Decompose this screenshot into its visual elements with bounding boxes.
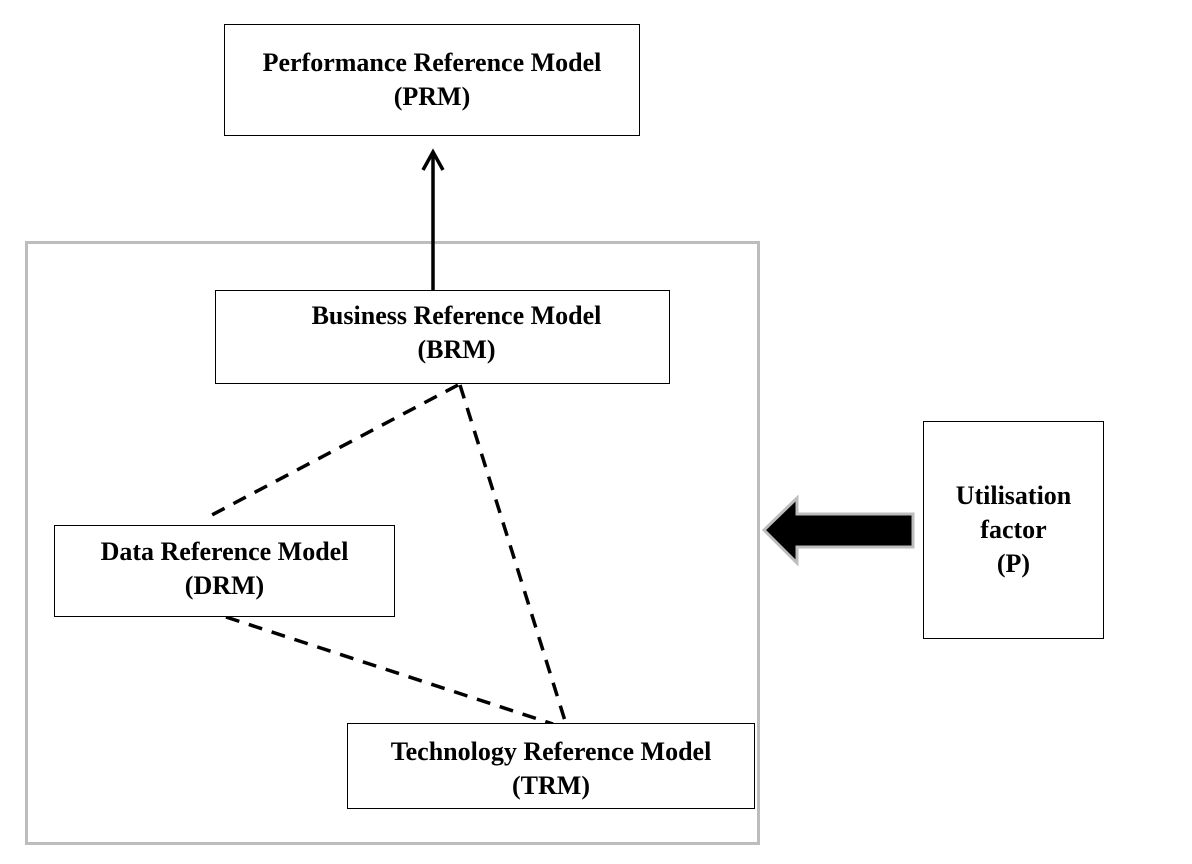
factor-label: factor [980,515,1047,544]
utilisation-block-arrow [761,494,915,567]
performance-reference-model-box: Performance Reference Model (PRM) [224,24,640,136]
trm-abbreviation: (TRM) [512,771,590,800]
drm-abbreviation: (DRM) [184,571,265,600]
utilisation-factor-box: Utilisation factor (P) [923,421,1104,639]
brm-to-prm-arrowhead [421,148,445,171]
brm-abbreviation: (BRM) [417,335,496,364]
prm-abbreviation: (PRM) [393,82,471,111]
brm-title: Business Reference Model [311,301,602,330]
prm-title: Performance Reference Model [262,48,602,77]
utilisation-label: Utilisation [955,481,1072,510]
reference-models-frame [25,241,760,845]
technology-reference-model-box: Technology Reference Model (TRM) [347,723,755,809]
trm-title: Technology Reference Model [390,737,712,766]
data-reference-model-box: Data Reference Model (DRM) [54,525,395,617]
drm-title: Data Reference Model [100,537,349,566]
p-label: (P) [996,549,1031,578]
business-reference-model-box: Business Reference Model (BRM) [215,290,670,384]
